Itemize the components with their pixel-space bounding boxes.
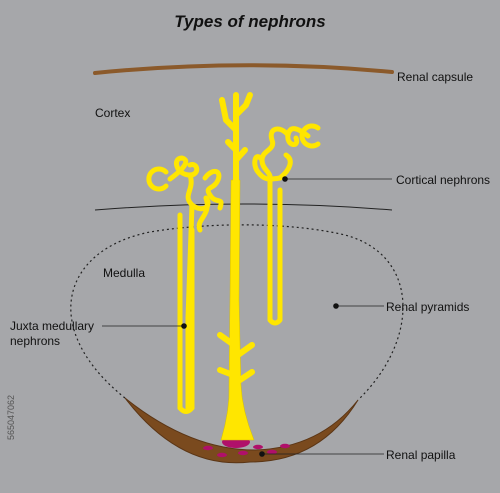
renal-papilla-pointer-dot xyxy=(259,451,265,457)
renal-pyramids-pointer-dot xyxy=(333,303,339,309)
cortex-label: Cortex xyxy=(95,106,131,120)
papilla-spot xyxy=(253,444,263,450)
papilla-spot xyxy=(267,449,277,455)
renal-papilla-label: Renal papilla xyxy=(386,448,456,462)
juxta-medullary-label-line2: nephrons xyxy=(10,334,61,348)
renal-papilla-tissue xyxy=(124,397,359,464)
cortico-medullary-boundary xyxy=(94,203,393,211)
medulla-label: Medulla xyxy=(103,266,146,280)
papilla-spot xyxy=(238,450,248,456)
pointer-lines xyxy=(102,178,392,455)
papilla-spot xyxy=(217,452,227,458)
papilla-spot xyxy=(280,443,290,449)
collecting-duct xyxy=(220,179,255,441)
renal-capsule-band xyxy=(93,63,394,75)
renal-capsule-label: Renal capsule xyxy=(397,70,474,84)
papilla-spot xyxy=(203,445,213,451)
juxta-medullary-label-line1: Juxta medullary xyxy=(10,319,95,333)
juxta-pointer-dot xyxy=(181,323,187,329)
cortical-nephrons-label: Cortical nephrons xyxy=(396,173,491,187)
cortical-nephron-middle xyxy=(202,169,224,211)
cortical-nephron-right xyxy=(252,123,321,326)
juxtamedullary-loop xyxy=(177,212,195,414)
diagram-title: Types of nephrons xyxy=(174,12,326,31)
collecting-duct-branches xyxy=(217,92,255,383)
pointer-dots xyxy=(181,176,339,457)
renal-pyramids-label: Renal pyramids xyxy=(386,300,470,314)
renal-pyramid-outline xyxy=(70,224,404,401)
cortical-nephrons-pointer-dot xyxy=(282,176,288,182)
